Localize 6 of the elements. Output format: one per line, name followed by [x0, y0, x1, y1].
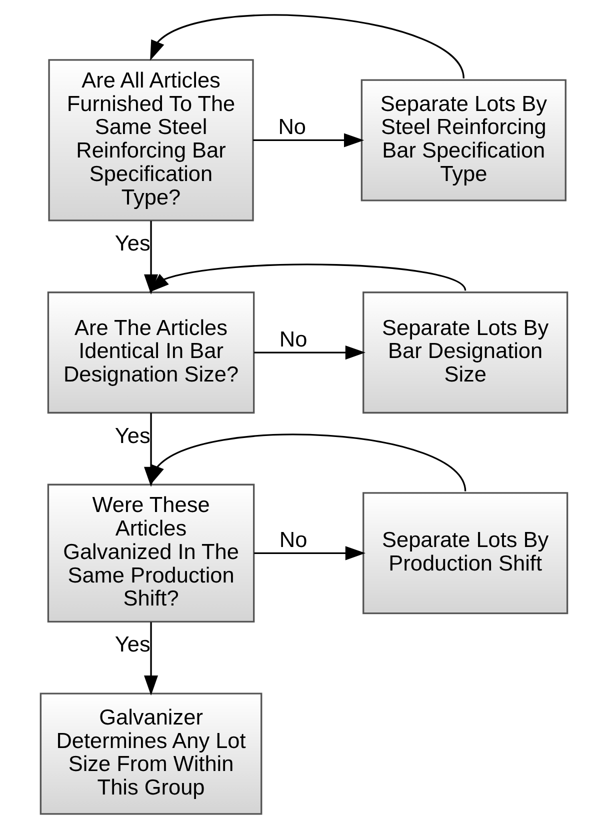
edge-label: Yes: [114, 230, 150, 256]
edge-label: Yes: [114, 423, 150, 448]
edge-label: No: [278, 114, 306, 140]
edge-label: Yes: [114, 631, 150, 656]
edge-label: No: [278, 326, 307, 352]
edge-label: No: [278, 527, 307, 552]
